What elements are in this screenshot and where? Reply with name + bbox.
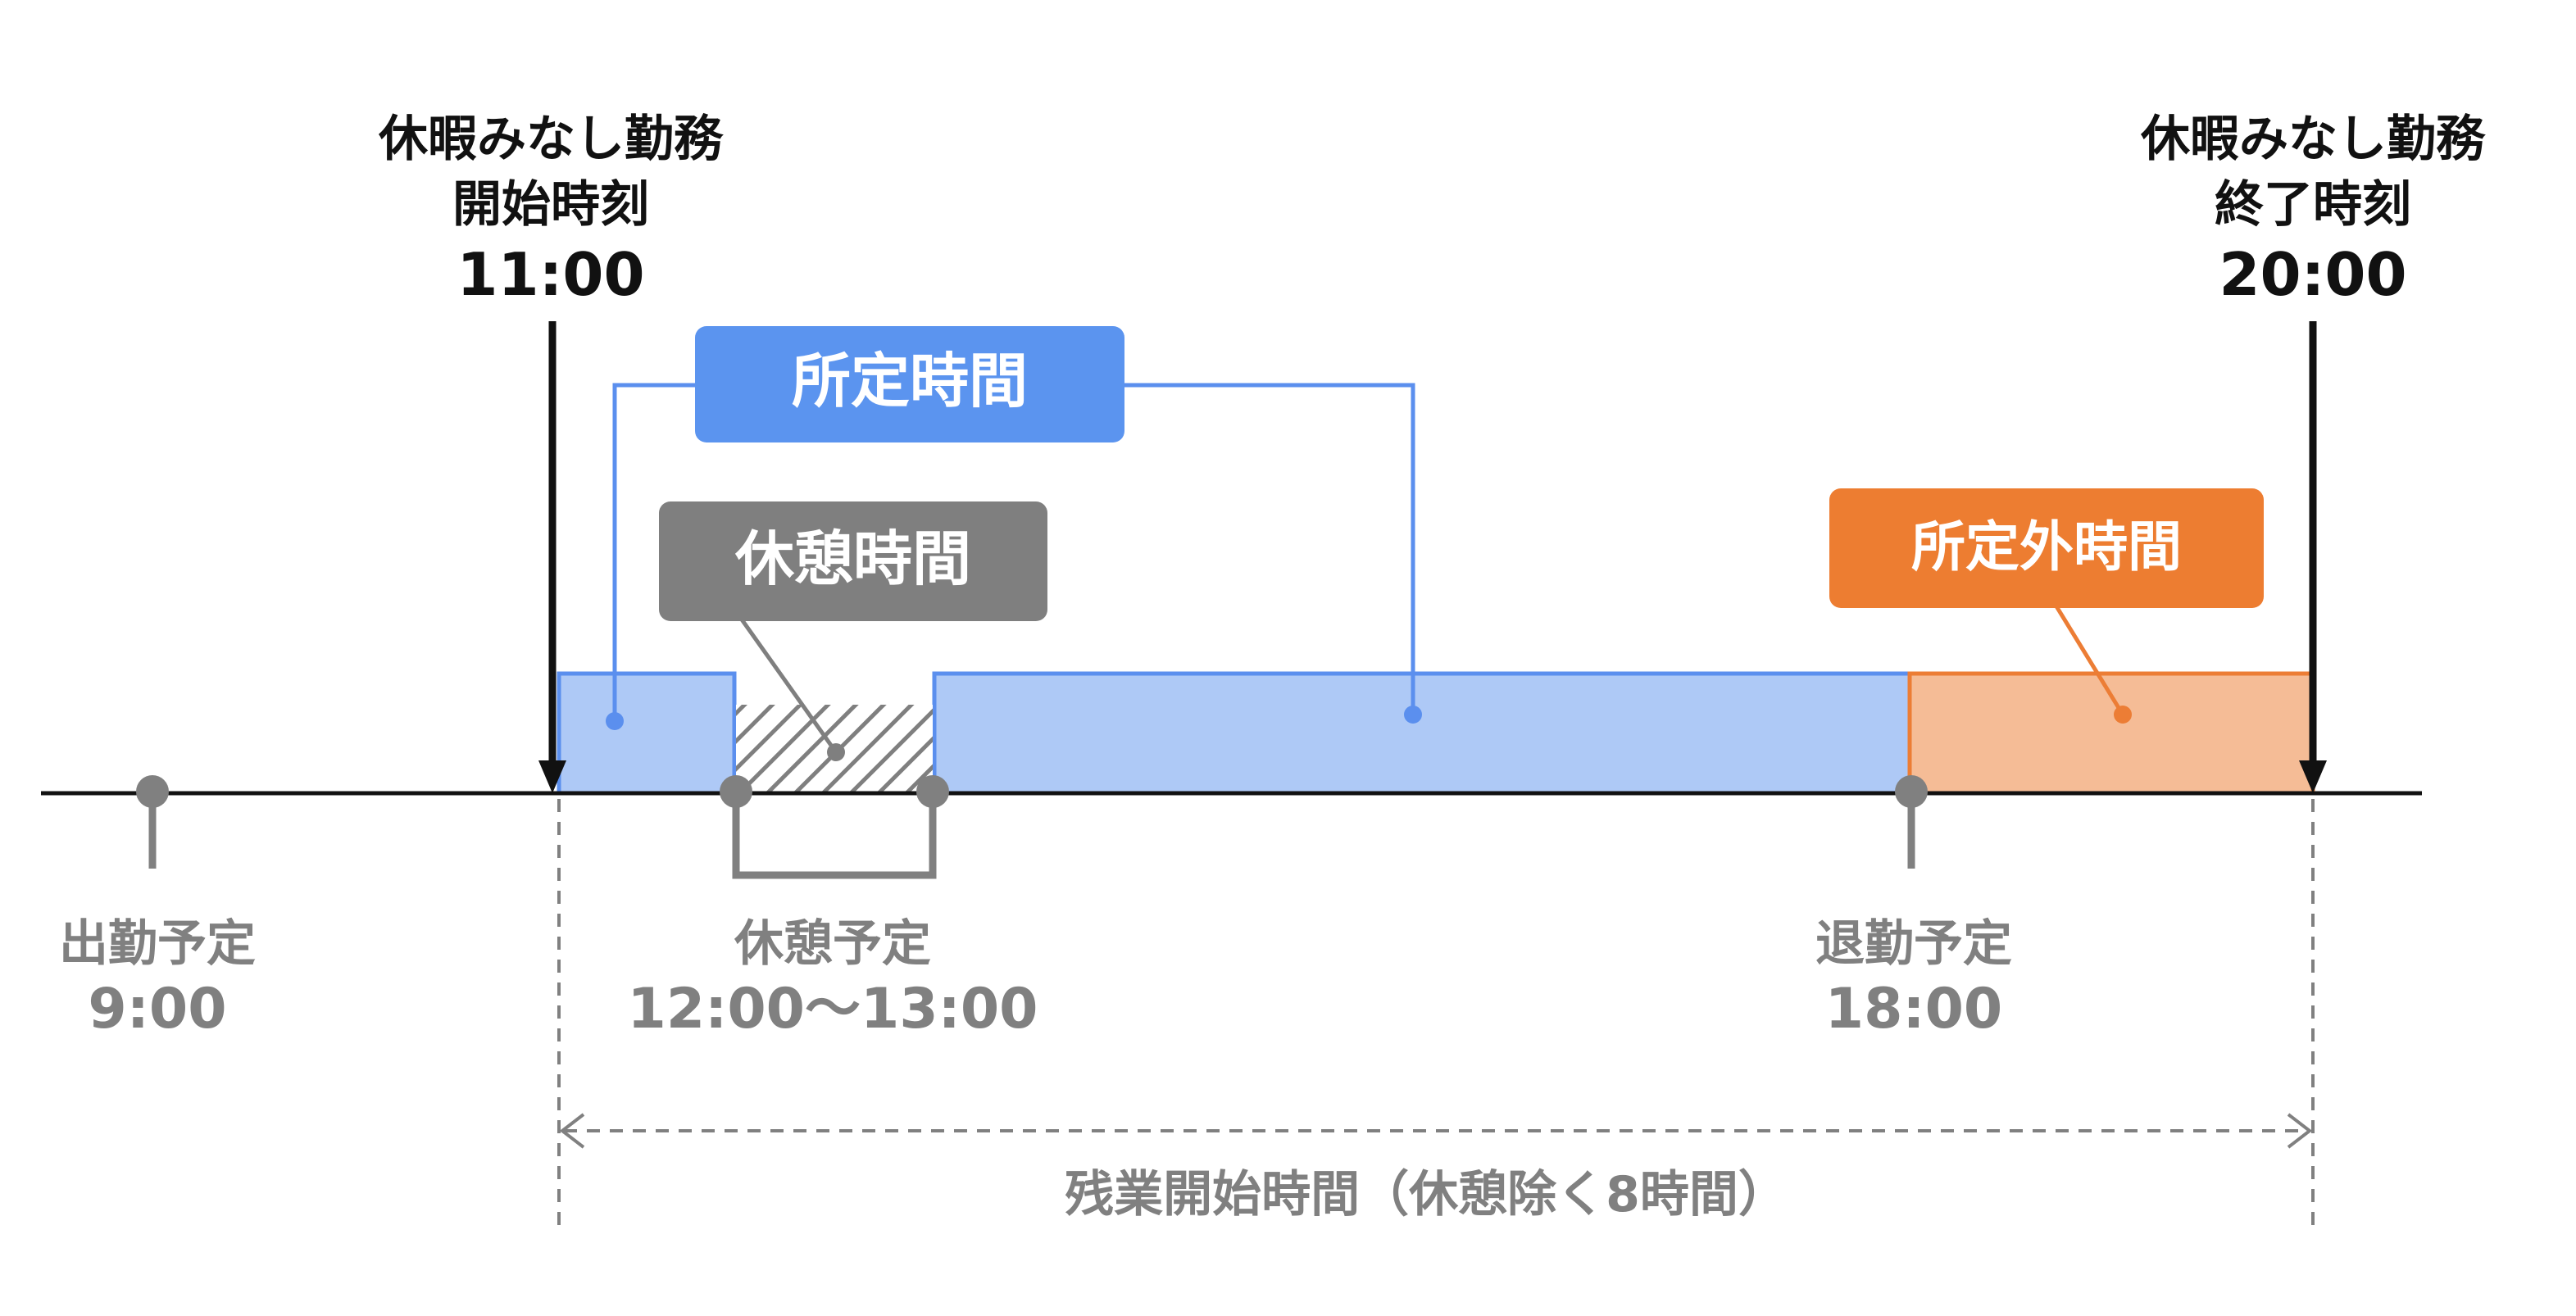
clock-in-pin-head [136,775,169,808]
scheduled-segment-morning [557,671,737,796]
scheduled-leader-right-dot [1404,706,1422,724]
clock-out-time: 18:00 [1825,977,2002,1041]
start-marker-time: 11:00 [457,240,644,309]
break-callout-label: 休憩時間 [734,524,971,593]
non-scheduled-callout-label: 所定外時間 [1911,515,2182,579]
start-arrow-head [538,760,566,793]
scheduled-callout-label: 所定時間 [792,347,1028,415]
end-marker-line2: 終了時刻 [2215,176,2411,234]
non-scheduled-leader [2051,601,2125,716]
span-label: 残業開始時間（休憩除く8時間） [1065,1166,1788,1223]
break-schedule-label: 休憩予定 [734,915,931,973]
scheduled-leader-left [612,383,695,721]
clock-out-label: 退勤予定 [1815,915,2012,973]
non-scheduled-callout-box [1829,488,2264,608]
non-scheduled-leader-dot [2114,706,2132,724]
break-leader [739,618,838,754]
scheduled-leader-left-dot [606,712,624,730]
break-callout-box [659,501,1047,621]
break-start-pin-head [720,775,752,808]
scheduled-segment-afternoon [932,671,1912,796]
span-arrow-left-head [559,1113,585,1149]
break-schedule-time: 12:00〜13:00 [628,977,1038,1041]
break-end-pin-head [916,775,949,808]
end-arrow-head [2299,760,2327,793]
scheduled-leader-right [1124,383,1415,715]
clock-in-label: 出勤予定 [59,915,256,973]
end-marker-line1: 休暇みなし勤務 [2140,111,2486,168]
clock-out-pin-head [1895,775,1928,808]
start-marker-line2: 開始時刻 [452,176,649,234]
break-bracket [732,793,937,879]
scheduled-callout-box [695,326,1124,442]
non-scheduled-segment [1907,671,2315,796]
end-marker-time: 20:00 [2219,240,2406,309]
start-marker-line1: 休暇みなし勤務 [378,111,724,168]
break-leader-dot [827,743,845,761]
span-arrow-right-head [2287,1113,2313,1149]
clock-in-time: 9:00 [88,977,226,1041]
